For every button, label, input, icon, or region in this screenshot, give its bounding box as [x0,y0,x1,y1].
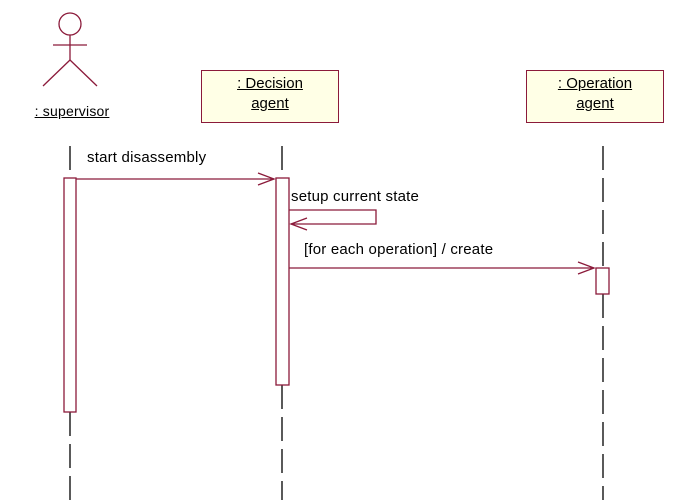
activation-operation [595,267,610,295]
object-decision-agent-line1: : Decision [237,75,303,92]
object-operation-agent: : Operation agent [526,70,664,123]
stick-figure-icon [42,12,98,87]
activation-supervisor [63,177,77,413]
object-decision-agent: : Decision agent [201,70,339,123]
activation-decision [275,177,290,386]
message-label-start-disassembly: start disassembly [87,149,207,166]
message-arrow-start-disassembly [76,172,276,186]
message-label-create: [for each operation] / create [304,241,494,258]
object-decision-agent-line2: agent [251,95,289,112]
message-arrow-setup-current-state [289,209,377,231]
actor-left-leg [42,59,71,87]
actor-head [58,12,82,36]
object-operation-agent-line2: agent [576,95,614,112]
object-operation-agent-line1: : Operation [557,75,633,92]
actor-right-leg [69,59,98,87]
message-label-setup-current-state: setup current state [291,188,420,205]
actor-label: : supervisor [34,103,110,119]
message-arrow-create [289,261,596,275]
